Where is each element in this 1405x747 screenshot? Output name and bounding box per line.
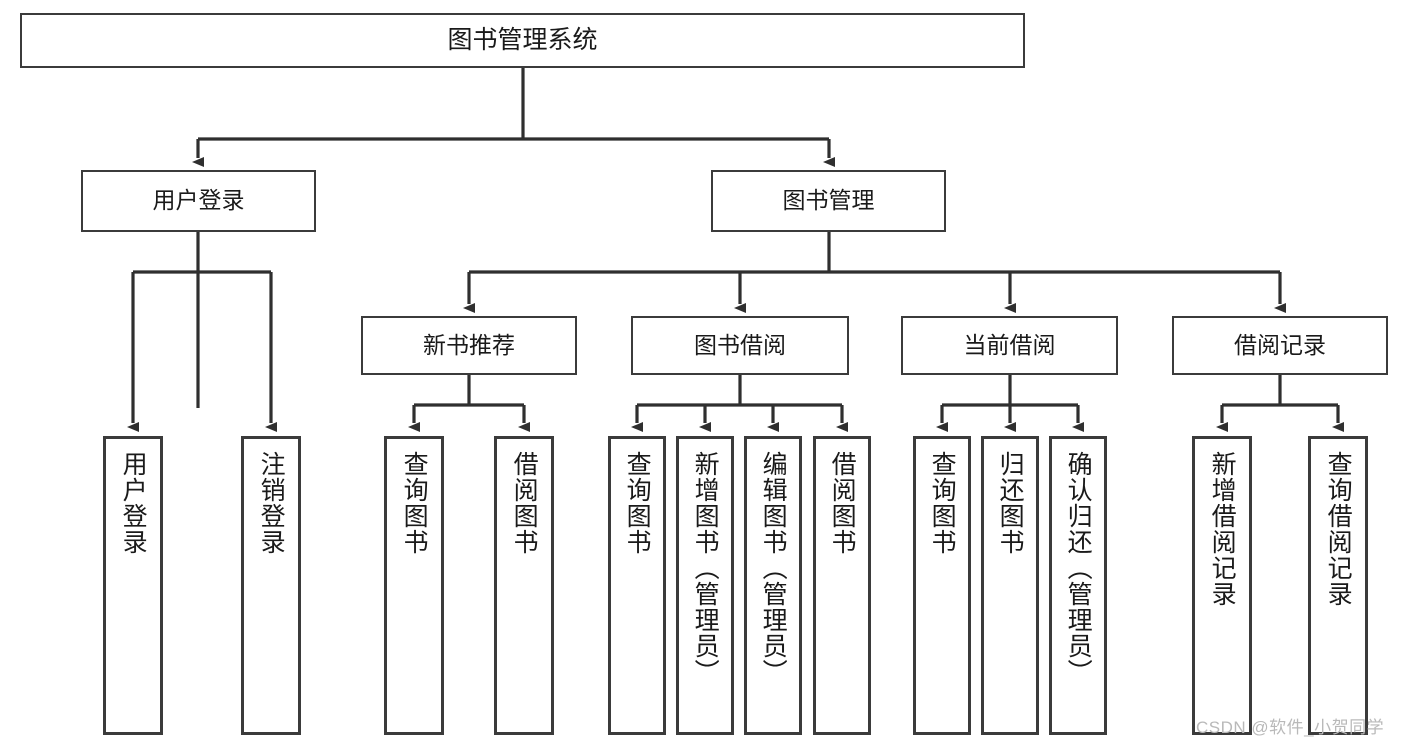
leaf-edit-book-admin[interactable]: 编辑图书（管理员） [744,436,802,735]
node-label: 查询图书 [623,451,652,555]
leaf-borrow-book-recommend[interactable]: 借阅图书 [494,436,554,735]
node-label: 查询图书 [928,451,957,555]
leaf-logout[interactable]: 注销登录 [241,436,301,735]
node-label: 确认归还（管理员） [1064,451,1093,685]
leaf-return-book[interactable]: 归还图书 [981,436,1039,735]
node-new-book-recommend[interactable]: 新书推荐 [361,316,577,375]
node-label: 新增图书（管理员） [691,451,720,685]
node-label: 借阅图书 [510,451,539,555]
leaf-query-borrow-record[interactable]: 查询借阅记录 [1308,436,1368,735]
leaf-user-login[interactable]: 用户登录 [103,436,163,735]
node-label: 新增借阅记录 [1208,451,1237,607]
node-book-management[interactable]: 图书管理 [711,170,946,232]
node-root-system[interactable]: 图书管理系统 [20,13,1025,68]
node-label: 用户登录 [119,451,148,555]
node-label: 注销登录 [257,451,286,555]
leaf-add-borrow-record[interactable]: 新增借阅记录 [1192,436,1252,735]
node-label: 查询图书 [400,451,429,555]
node-label: 图书借阅 [694,331,786,358]
leaf-borrow-book[interactable]: 借阅图书 [813,436,871,735]
node-user-login[interactable]: 用户登录 [81,170,316,232]
leaf-query-book-recommend[interactable]: 查询图书 [384,436,444,735]
node-label: 查询借阅记录 [1324,451,1353,607]
node-label: 图书管理系统 [447,25,598,54]
node-book-borrow[interactable]: 图书借阅 [631,316,849,375]
node-label: 新书推荐 [423,331,515,358]
leaf-query-book-current[interactable]: 查询图书 [913,436,971,735]
leaf-add-book-admin[interactable]: 新增图书（管理员） [676,436,734,735]
node-label: 借阅记录 [1234,331,1326,358]
node-label: 借阅图书 [828,451,857,555]
node-borrow-record[interactable]: 借阅记录 [1172,316,1388,375]
node-label: 编辑图书（管理员） [759,451,788,685]
leaf-query-book-borrow[interactable]: 查询图书 [608,436,666,735]
node-current-borrow[interactable]: 当前借阅 [901,316,1118,375]
node-label: 用户登录 [152,187,245,214]
node-label: 当前借阅 [963,331,1056,358]
leaf-confirm-return-admin[interactable]: 确认归还（管理员） [1049,436,1107,735]
node-label: 归还图书 [996,451,1025,555]
node-label: 图书管理 [782,187,875,214]
